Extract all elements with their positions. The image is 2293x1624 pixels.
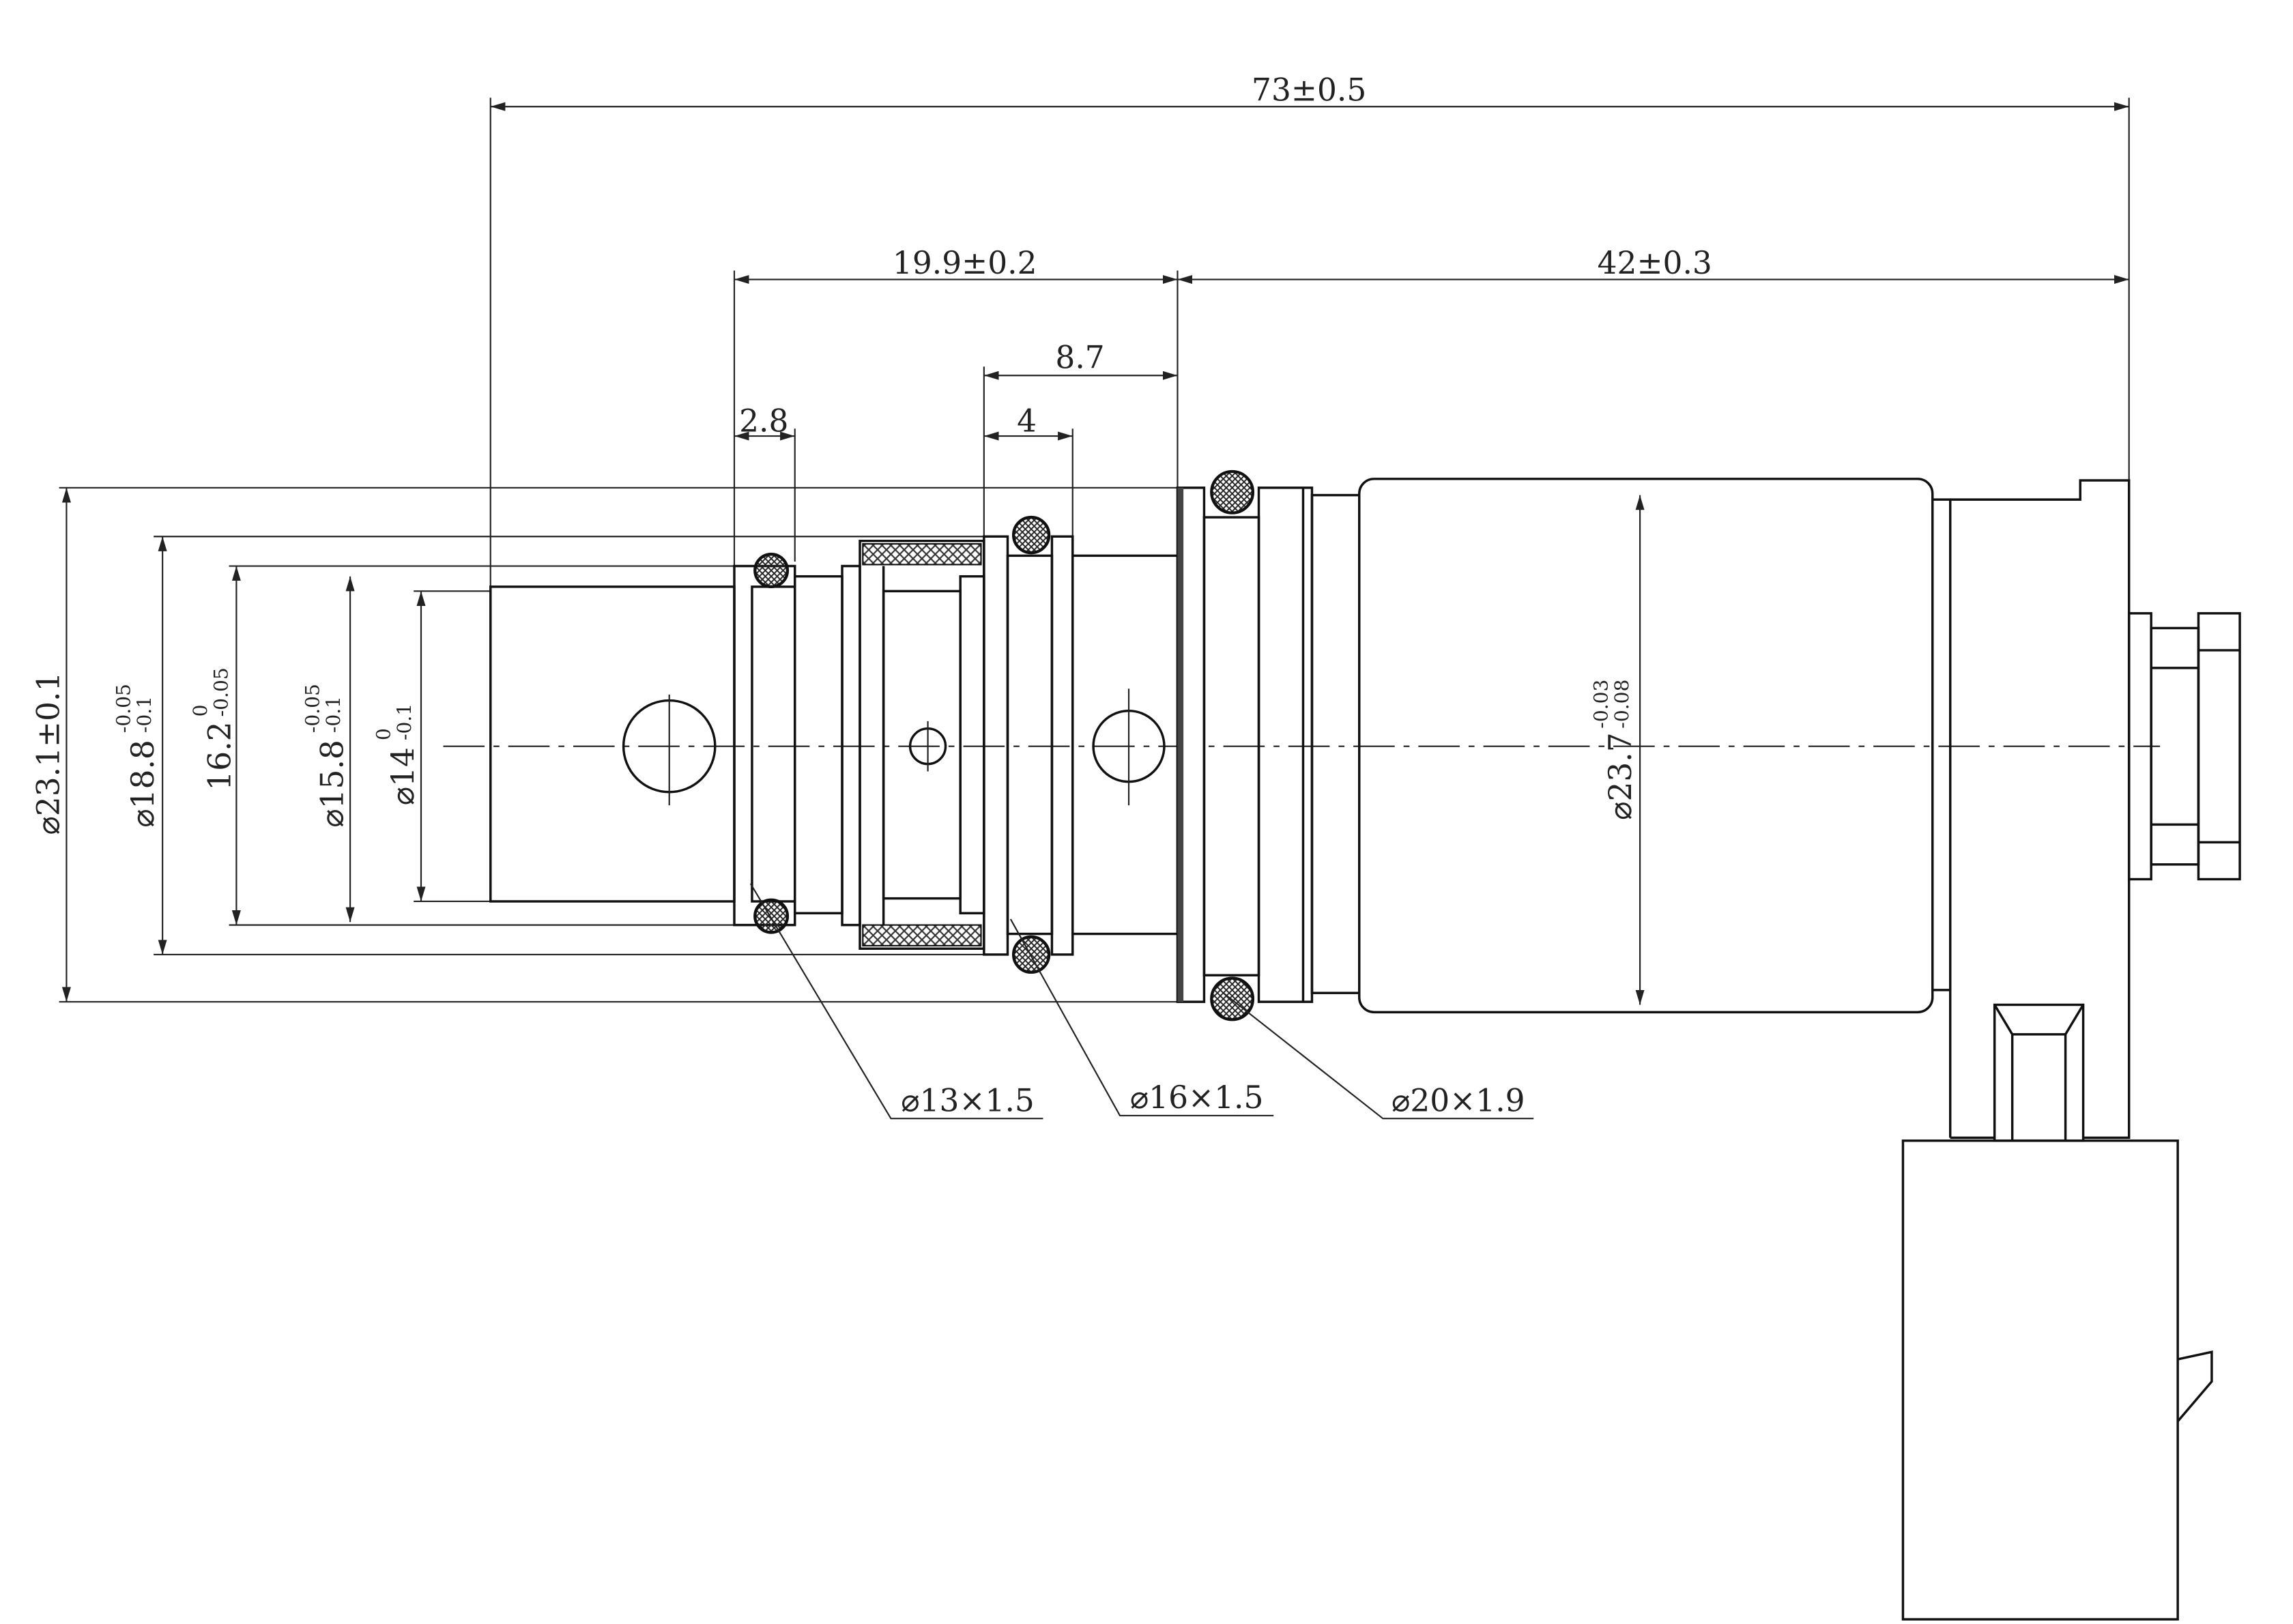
tol-upper: -0.05: [113, 684, 135, 733]
tol-lower: -0.1: [393, 704, 416, 740]
oring-callout-3: ⌀20×1.9: [1391, 1082, 1525, 1118]
valve-body: [489, 478, 2241, 1621]
dim-16-2: 16.2: [202, 721, 238, 790]
dim-14: ⌀14: [385, 747, 421, 805]
tol-upper: 0: [189, 704, 212, 716]
oring-callout-2: ⌀16×1.5: [1130, 1079, 1264, 1116]
dim-groove-width: 4: [1017, 403, 1037, 439]
tol-lower: -0.08: [1611, 680, 1633, 729]
tol-upper: -0.05: [302, 684, 324, 733]
o-ring-callouts: ⌀13×1.5 ⌀16×1.5 ⌀20×1.9: [749, 883, 1534, 1120]
tol-lower: -0.1: [133, 696, 156, 733]
left-diameter-dimensions: ⌀23.1±0.1 ⌀18.8 -0.05 -0.1 16.2 0 -0.05 …: [31, 487, 1182, 1003]
dim-overall-length: 73±0.5: [1252, 72, 1366, 108]
tol-lower: -0.1: [322, 696, 345, 733]
oring-callout-1: ⌀13×1.5: [901, 1082, 1035, 1118]
dim-front-length: 19.9±0.2: [893, 245, 1037, 281]
dim-body-diameter: ⌀23.7: [1602, 732, 1639, 820]
body-diameter-dimension: ⌀23.7 -0.03 -0.08: [1589, 495, 1645, 1005]
dim-flange-diameter: ⌀23.1±0.1: [31, 672, 67, 835]
tol-upper: 0: [373, 728, 395, 740]
ports: [622, 688, 1166, 806]
dim-rear-length: 42±0.3: [1598, 245, 1712, 281]
dim-groove-offset: 8.7: [1055, 339, 1104, 375]
dim-15-8: ⌀15.8: [314, 740, 350, 828]
dim-first-groove-width: 2.8: [739, 403, 788, 439]
dim-18-8: ⌀18.8: [125, 740, 161, 828]
o-rings: [753, 469, 1255, 1021]
tol-upper: -0.03: [1589, 680, 1612, 729]
tol-lower: -0.05: [210, 667, 232, 716]
